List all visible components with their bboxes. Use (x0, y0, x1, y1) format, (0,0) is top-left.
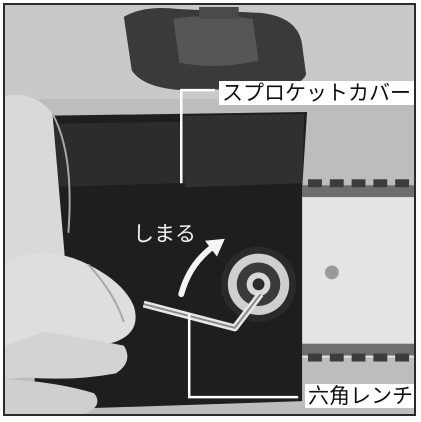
hex-wrench-leader-line (187, 313, 299, 399)
hex-wrench-label: 六角レンチ (305, 384, 414, 408)
chainsaw-photo (5, 5, 414, 414)
top-knob (123, 6, 307, 91)
bar-nut (220, 246, 297, 322)
sprocket-cover-leader-line (180, 88, 215, 184)
sprocket-cover-label: スプロケットカバー (219, 81, 414, 105)
curved-arrow-icon (178, 238, 225, 298)
photo-frame: スプロケットカバー しまる 六角レンチ (3, 3, 416, 416)
tighten-label: しまる (133, 222, 196, 246)
hand (5, 94, 136, 414)
guide-bar (302, 179, 414, 362)
